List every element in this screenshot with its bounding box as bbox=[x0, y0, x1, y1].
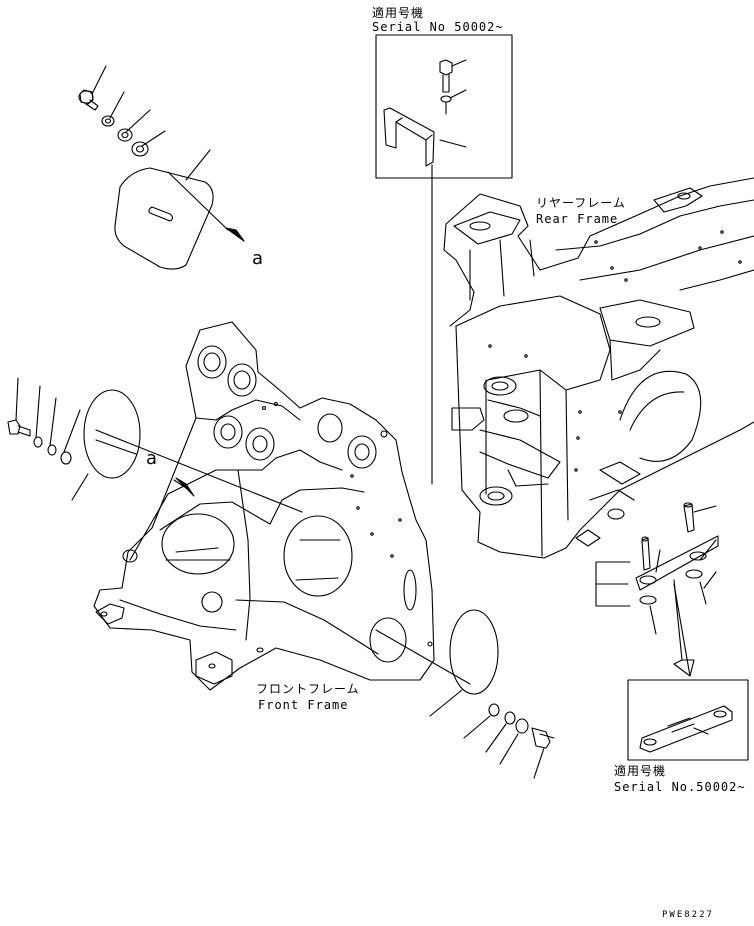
pin-icon bbox=[684, 503, 694, 532]
washer-icon bbox=[441, 96, 451, 102]
lock-bar-assembly bbox=[596, 503, 718, 676]
bracket bbox=[384, 108, 434, 166]
washer-icon bbox=[61, 452, 71, 464]
washer-icon bbox=[505, 712, 515, 724]
washer-icon bbox=[640, 596, 656, 604]
pin-icon bbox=[642, 537, 650, 570]
view-label-a-frame: a bbox=[146, 448, 158, 469]
front-frame-label-jp: フロントフレーム bbox=[256, 682, 360, 696]
cover-plate-assembly bbox=[79, 66, 244, 269]
front-frame bbox=[8, 322, 434, 690]
washer-icon bbox=[516, 719, 528, 733]
serial-label-bottom-en: Serial No.50002~ bbox=[614, 780, 746, 794]
washer-icon bbox=[686, 570, 702, 578]
washer-icon bbox=[489, 704, 499, 716]
bolt-icon bbox=[8, 420, 30, 436]
serial-label-bottom-jp: 適用号機 bbox=[614, 764, 667, 778]
washer-icon bbox=[34, 437, 42, 447]
serial-label-top-en: Serial No 50002~ bbox=[372, 20, 504, 34]
bolt-icon bbox=[79, 90, 98, 110]
washer-icon bbox=[102, 116, 114, 126]
washer-icon bbox=[132, 142, 148, 156]
rear-frame bbox=[444, 178, 754, 558]
view-label-a-top: a bbox=[252, 248, 264, 269]
washer-icon bbox=[48, 445, 56, 455]
serial-label-top-jp: 適用号機 bbox=[372, 6, 425, 20]
bolt-icon bbox=[532, 728, 554, 748]
serial-box-top bbox=[376, 35, 512, 484]
rear-frame-label-jp: リヤーフレーム bbox=[536, 196, 626, 210]
drawing-number: PWE8227 bbox=[662, 910, 714, 920]
lock-bar bbox=[636, 536, 718, 590]
bolt-icon bbox=[440, 60, 452, 92]
rear-frame-label-en: Rear Frame bbox=[536, 212, 619, 226]
washer-icon bbox=[118, 129, 132, 141]
cover-disk-bottom bbox=[376, 610, 554, 778]
cover-plate bbox=[115, 168, 213, 269]
front-frame-label-en: Front Frame bbox=[258, 698, 349, 712]
serial-box-bottom bbox=[628, 680, 748, 760]
cover-disk bbox=[84, 390, 140, 478]
